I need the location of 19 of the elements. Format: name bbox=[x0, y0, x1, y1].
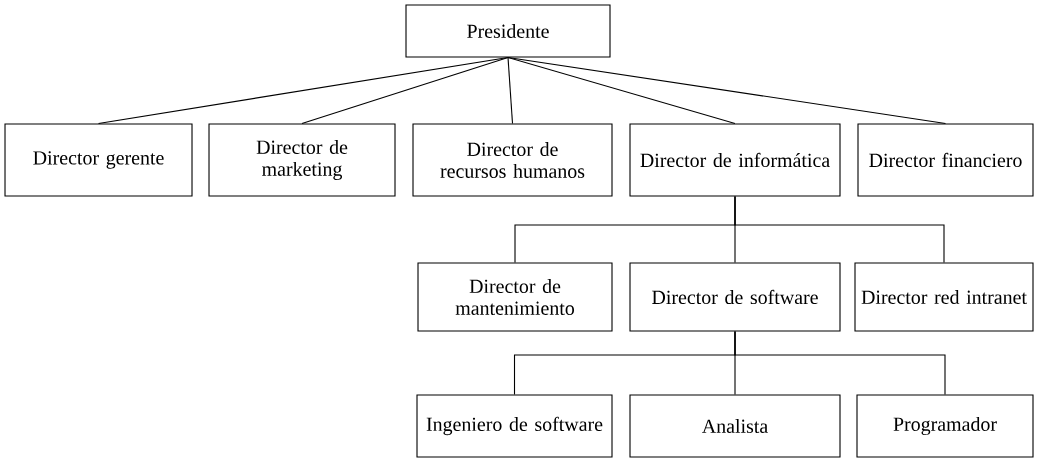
connector-line bbox=[734, 330, 946, 395]
connector-line bbox=[97, 57, 509, 124]
connector-line bbox=[507, 57, 514, 124]
org-box: Presidente bbox=[405, 4, 611, 58]
org-box: Director de informática bbox=[629, 123, 841, 197]
org-box: Director de marketing bbox=[208, 123, 396, 197]
connector-line bbox=[301, 57, 509, 124]
connector-line bbox=[734, 196, 945, 263]
org-box: Director gerente bbox=[4, 123, 193, 197]
org-box: Director de recursos humanos bbox=[412, 123, 613, 197]
org-box: Director de software bbox=[629, 262, 841, 332]
org-box: Analista bbox=[629, 394, 841, 458]
org-box: Programador bbox=[856, 394, 1034, 458]
org-box: Director de mantenimiento bbox=[417, 262, 613, 332]
connector-line bbox=[507, 57, 736, 124]
org-box: Ingeniero de software bbox=[416, 394, 613, 458]
connector-line bbox=[507, 57, 947, 124]
org-box: Director red intranet bbox=[854, 262, 1034, 332]
org-box: Director financiero bbox=[857, 123, 1034, 197]
